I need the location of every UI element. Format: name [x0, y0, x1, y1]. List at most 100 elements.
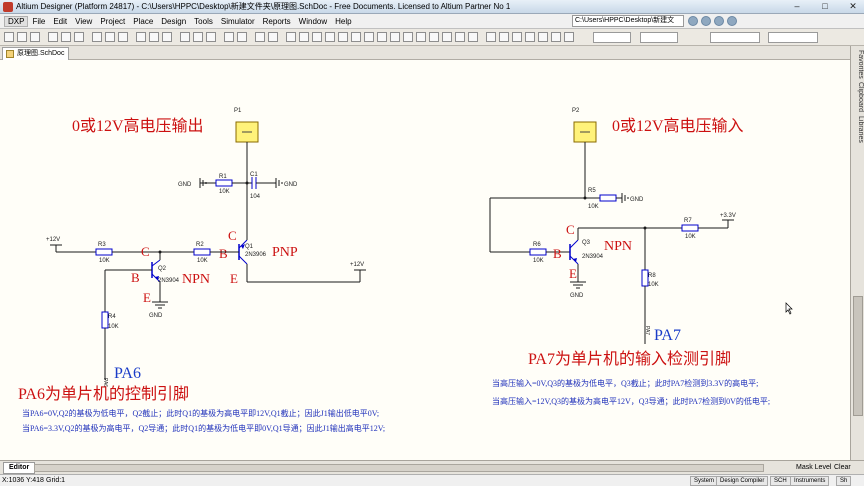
- refresh-icon[interactable]: [727, 16, 737, 26]
- power-sources-icon[interactable]: [512, 32, 522, 42]
- resistor-r4[interactable]: R4 10K: [101, 311, 119, 330]
- net-label-icon[interactable]: [338, 32, 348, 42]
- chip-icon[interactable]: [92, 32, 102, 42]
- menu-edit[interactable]: Edit: [53, 16, 68, 26]
- sh-panel-button[interactable]: Sh: [836, 476, 852, 486]
- connector-p1[interactable]: P1: [234, 108, 259, 160]
- schematic-canvas[interactable]: P1 0或12V高电压输出 GND R1 10K C1 104: [0, 60, 850, 460]
- device-sheet-icon[interactable]: [416, 32, 426, 42]
- zoom-fit-icon[interactable]: [48, 32, 58, 42]
- gnd-power-port-icon[interactable]: [351, 32, 361, 42]
- transistor-q2[interactable]: Q2 2N3904: [151, 259, 180, 284]
- forward-icon[interactable]: [701, 16, 711, 26]
- editor-tab[interactable]: Editor: [3, 462, 36, 474]
- sheet-symbol-icon[interactable]: [390, 32, 400, 42]
- cross-icon[interactable]: [268, 32, 278, 42]
- bus-entry-icon[interactable]: [325, 32, 335, 42]
- doc-tab-schdoc[interactable]: 原理图.SchDoc: [2, 47, 70, 60]
- horizontal-scrollbar[interactable]: [34, 464, 764, 472]
- vertical-scrollbar[interactable]: [853, 296, 863, 416]
- print-icon[interactable]: [30, 32, 40, 42]
- move-icon[interactable]: [193, 32, 203, 42]
- r8-designator: R8: [648, 273, 656, 279]
- net-color-icon[interactable]: [564, 32, 574, 42]
- paste-icon[interactable]: [162, 32, 172, 42]
- digital-devices-icon[interactable]: [525, 32, 535, 42]
- back-icon[interactable]: [688, 16, 698, 26]
- zoom-in-icon[interactable]: [74, 32, 84, 42]
- resistor-r1[interactable]: R1 10K: [215, 174, 233, 195]
- resistor-r2[interactable]: R2 10K: [193, 242, 211, 264]
- harness-entry-icon[interactable]: [442, 32, 452, 42]
- no-erc-icon[interactable]: [468, 32, 478, 42]
- document-path-field[interactable]: C:\Users\HPPC\Desktop\新建文: [572, 15, 684, 27]
- resistor-r7[interactable]: R7 10K: [681, 218, 699, 240]
- wire-icon[interactable]: [286, 32, 296, 42]
- gnd-r5-symbol: [621, 193, 629, 203]
- home-icon[interactable]: [714, 16, 724, 26]
- libraries-panel-tab[interactable]: Libraries: [857, 116, 864, 143]
- open-file-icon[interactable]: [4, 32, 14, 42]
- sch-panel-button[interactable]: SCH: [770, 476, 791, 486]
- menu-file[interactable]: File: [32, 16, 46, 26]
- mask-combo[interactable]: [640, 32, 678, 43]
- gnd1-label: GND: [178, 182, 192, 188]
- menu-project[interactable]: Project: [100, 16, 126, 26]
- favorites-panel-tab[interactable]: Favorites: [857, 50, 864, 79]
- bus-icon[interactable]: [299, 32, 309, 42]
- menu-tools[interactable]: Tools: [194, 16, 213, 26]
- clipboard-panel-tab[interactable]: Clipboard: [857, 82, 864, 112]
- transistor-q1[interactable]: Q1 2N3906: [238, 239, 267, 265]
- part-icon[interactable]: [377, 32, 387, 42]
- resistor-r3[interactable]: R3 10K: [95, 242, 113, 264]
- select-icon[interactable]: [180, 32, 190, 42]
- menu-place[interactable]: Place: [133, 16, 154, 26]
- menu-view[interactable]: View: [75, 16, 93, 26]
- resistor-r5[interactable]: R5 10K: [588, 188, 617, 210]
- cut-icon[interactable]: [136, 32, 146, 42]
- harness-connector-icon[interactable]: [429, 32, 439, 42]
- copy-icon[interactable]: [149, 32, 159, 42]
- simulation-sources-icon[interactable]: [538, 32, 548, 42]
- right-note-2: 当高压输入=12V,Q3的基极为高电平12V，Q3导通；此时PA7检测到0V的低…: [492, 396, 770, 406]
- system-panel-button[interactable]: System: [690, 476, 719, 486]
- resistor-r8[interactable]: R8 10K: [641, 269, 659, 288]
- menu-design[interactable]: Design: [161, 16, 187, 26]
- resistor-r6[interactable]: R6 10K: [529, 242, 547, 264]
- close-button[interactable]: ✕: [849, 1, 857, 11]
- dxp-menu[interactable]: DXP: [4, 15, 29, 27]
- undo-icon[interactable]: [224, 32, 234, 42]
- minimize-button[interactable]: –: [794, 1, 800, 11]
- menu-window[interactable]: Window: [298, 16, 328, 26]
- connector-p2[interactable]: P2: [572, 108, 597, 143]
- view-combo[interactable]: [768, 32, 818, 43]
- transistor-q3[interactable]: Q3 2N3904: [569, 239, 604, 265]
- menu-reports[interactable]: Reports: [262, 16, 291, 26]
- design-compiler-panel-button[interactable]: Design Compiler: [716, 476, 769, 486]
- grid-icon[interactable]: [105, 32, 115, 42]
- grids-icon[interactable]: [551, 32, 561, 42]
- save-icon[interactable]: [17, 32, 27, 42]
- maximize-button[interactable]: □: [822, 1, 828, 11]
- deselect-icon[interactable]: [206, 32, 216, 42]
- signal-harness-icon[interactable]: [312, 32, 322, 42]
- redo-icon[interactable]: [237, 32, 247, 42]
- r6-value: 10K: [533, 258, 544, 264]
- up-hierarchy-icon[interactable]: [255, 32, 265, 42]
- zoom-area-icon[interactable]: [61, 32, 71, 42]
- cross-probe-icon[interactable]: [118, 32, 128, 42]
- variant-combo[interactable]: [710, 32, 760, 43]
- capacitor-c1[interactable]: C1 104: [250, 172, 261, 200]
- mask-level-button[interactable]: Mask Level: [796, 464, 832, 471]
- alignment-icon[interactable]: [499, 32, 509, 42]
- drawing-tools-icon[interactable]: [486, 32, 496, 42]
- sheet-entry-icon[interactable]: [403, 32, 413, 42]
- q2-gnd-label: GND: [149, 313, 163, 319]
- menu-help[interactable]: Help: [335, 16, 352, 26]
- filter-combo[interactable]: [593, 32, 631, 43]
- clear-button[interactable]: Clear: [834, 464, 851, 471]
- vcc-power-port-icon[interactable]: [364, 32, 374, 42]
- port-icon[interactable]: [455, 32, 465, 42]
- instruments-panel-button[interactable]: Instruments: [790, 476, 830, 486]
- menu-simulator[interactable]: Simulator: [220, 16, 255, 26]
